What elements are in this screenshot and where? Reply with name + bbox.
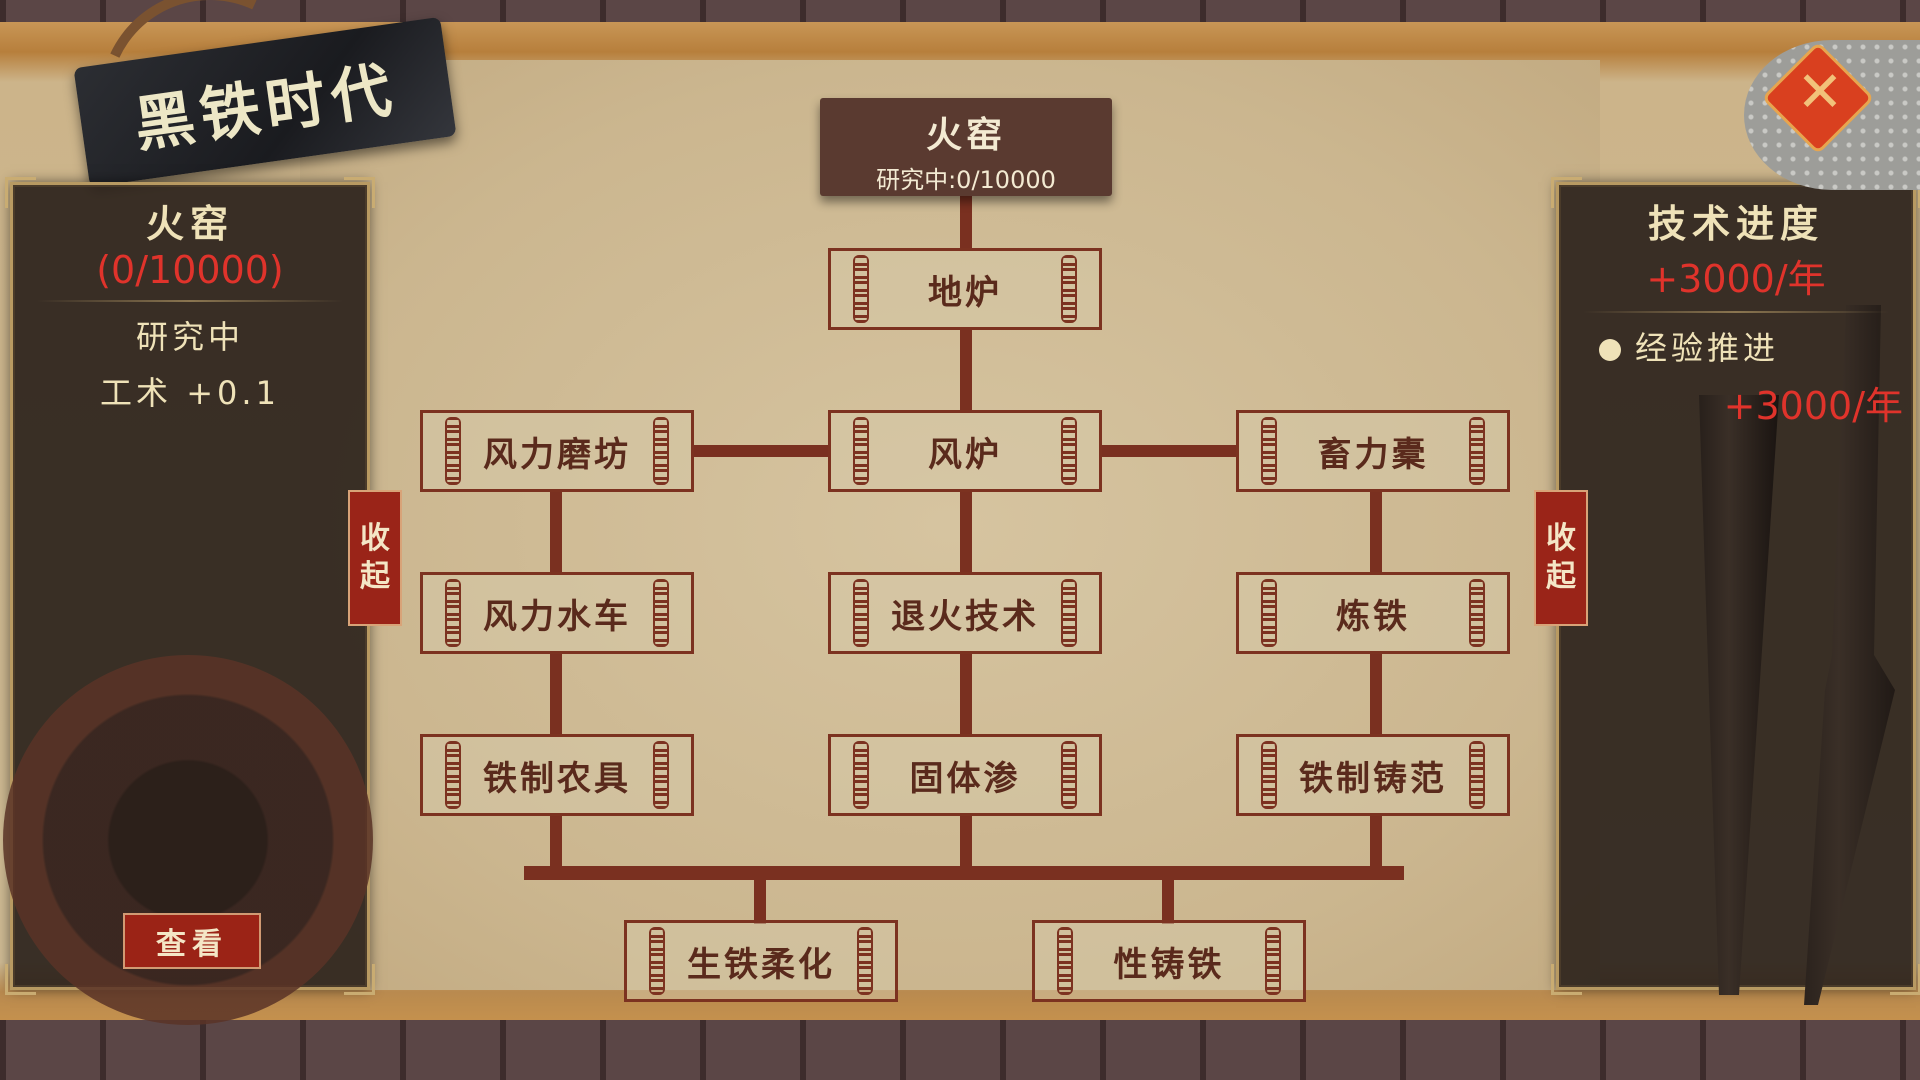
collapse-right-panel-button[interactable]: 收 起 xyxy=(1534,490,1588,626)
tech-node-label: 畜力橐 xyxy=(1317,434,1429,475)
tech-node-label: 退火技术 xyxy=(891,596,1039,637)
view-button-label: 查看 xyxy=(156,927,228,962)
chain-icon xyxy=(853,255,869,323)
chain-icon xyxy=(653,579,669,647)
root-tech-node[interactable]: 火窑 研究中:0/10000 xyxy=(820,98,1112,196)
divider xyxy=(1583,311,1889,313)
view-button[interactable]: 查看 xyxy=(123,913,261,969)
progress-source-label: 经验推进 xyxy=(1635,329,1780,367)
tech-node-shengtierouhua[interactable]: 生铁柔化 xyxy=(624,920,898,1002)
chain-icon xyxy=(1061,255,1077,323)
bronze-disc-decoration xyxy=(3,655,373,1025)
chain-icon xyxy=(445,741,461,809)
chain-icon xyxy=(1061,579,1077,647)
chain-icon xyxy=(1265,927,1281,995)
chain-icon xyxy=(653,417,669,485)
progress-title: 技术进度 xyxy=(1647,202,1824,246)
chain-icon xyxy=(1061,417,1077,485)
tech-bonus: 工术 +0.1 xyxy=(100,374,280,412)
chain-icon xyxy=(1061,741,1077,809)
tech-node-liantie[interactable]: 炼铁 xyxy=(1236,572,1510,654)
tech-node-tiezhinongju[interactable]: 铁制农具 xyxy=(420,734,694,816)
collapse-label-2: 起 xyxy=(1546,559,1576,594)
tech-node-fenglishuiche[interactable]: 风力水车 xyxy=(420,572,694,654)
tech-progress-panel: 技术进度 +3000/年 经验推进 +3000/年 xyxy=(1551,177,1920,1005)
bronze-swords-illustration xyxy=(1679,305,1909,1005)
tech-node-tiezhizhufan[interactable]: 铁制铸范 xyxy=(1236,734,1510,816)
total-progress-rate: +3000/年 xyxy=(1646,257,1826,301)
tech-node-label: 铁制铸范 xyxy=(1299,758,1447,799)
era-title: 黑铁时代 xyxy=(130,54,402,161)
tech-node-dilu[interactable]: 地炉 xyxy=(828,248,1102,330)
chain-icon xyxy=(653,741,669,809)
collapse-left-panel-button[interactable]: 收 起 xyxy=(348,490,402,626)
chain-icon xyxy=(1469,579,1485,647)
tech-node-label: 风炉 xyxy=(928,434,1002,475)
tech-node-fenglu[interactable]: 风炉 xyxy=(828,410,1102,492)
tech-node-label: 生铁柔化 xyxy=(687,944,835,985)
root-tech-name: 火窑 xyxy=(925,115,1006,156)
bullet-icon xyxy=(1599,339,1621,361)
collapse-label-1: 收 xyxy=(360,521,390,556)
tech-node-xingzhutie[interactable]: 性铸铁 xyxy=(1032,920,1306,1002)
collapse-label-2: 起 xyxy=(360,559,390,594)
chain-icon xyxy=(1261,417,1277,485)
tech-node-fenglimofang[interactable]: 风力磨坊 xyxy=(420,410,694,492)
tech-node-label: 铁制农具 xyxy=(483,758,631,799)
tech-detail-panel: 火窑 (0/10000) 研究中 工术 +0.1 查看 xyxy=(3,177,375,1025)
root-tech-status: 研究中:0/10000 xyxy=(876,166,1056,194)
selected-tech-progress: (0/10000) xyxy=(96,248,284,292)
progress-source-rate: +3000/年 xyxy=(1723,384,1903,428)
chain-icon xyxy=(853,579,869,647)
chain-icon xyxy=(853,741,869,809)
tech-node-label: 地炉 xyxy=(928,272,1002,313)
parchment-area xyxy=(300,60,1600,990)
chain-icon xyxy=(649,927,665,995)
tech-node-label: 风力水车 xyxy=(483,596,631,637)
chain-icon xyxy=(1057,927,1073,995)
tech-node-label: 性铸铁 xyxy=(1113,944,1225,985)
tech-node-tuihuojishu[interactable]: 退火技术 xyxy=(828,572,1102,654)
tech-node-label: 固体渗 xyxy=(909,758,1021,799)
collapse-label-1: 收 xyxy=(1546,521,1576,556)
tech-node-xulituo[interactable]: 畜力橐 xyxy=(1236,410,1510,492)
chain-icon xyxy=(1261,579,1277,647)
selected-tech-name: 火窑 xyxy=(145,202,234,246)
research-status: 研究中 xyxy=(135,318,244,356)
chain-icon xyxy=(857,927,873,995)
chain-icon xyxy=(853,417,869,485)
divider xyxy=(37,300,343,302)
tech-node-gutishen[interactable]: 固体渗 xyxy=(828,734,1102,816)
chain-icon xyxy=(1261,741,1277,809)
chain-icon xyxy=(445,417,461,485)
tech-node-label: 炼铁 xyxy=(1336,596,1410,637)
chain-icon xyxy=(1469,417,1485,485)
chain-icon xyxy=(1469,741,1485,809)
tech-node-label: 风力磨坊 xyxy=(483,434,631,475)
chain-icon xyxy=(445,579,461,647)
bottom-lattice-frame xyxy=(0,1020,1920,1080)
